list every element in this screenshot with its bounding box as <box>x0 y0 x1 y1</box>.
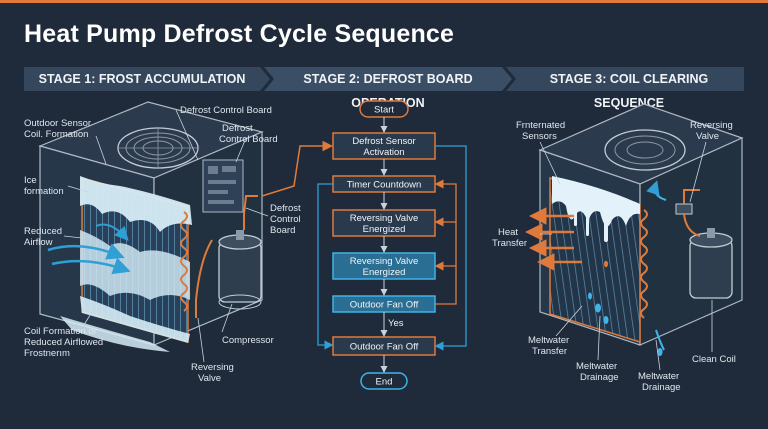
s1-outdoor-sensor-label: Outdoor Sensor <box>24 118 91 129</box>
stage-2-chevron <box>264 67 512 91</box>
s1-ice-label: Ice <box>24 175 37 186</box>
flow-valve-a-box <box>332 209 436 237</box>
stage3-fan-icon <box>604 129 686 171</box>
flow-fan-off-a-text: Outdoor Fan Off <box>350 300 419 311</box>
s1-ice-label-2: formation <box>24 186 64 197</box>
flow-end <box>360 372 408 390</box>
stage3-compressor-icon <box>689 228 733 299</box>
s1-defrost-board-right-label-2: Control <box>270 214 301 225</box>
flow-valve-a-text-2: Energized <box>363 224 406 235</box>
s3-heat-label: Heat <box>498 227 518 238</box>
s1-coil-label-2: Reduced Airflowed <box>24 337 103 348</box>
top-accent-bar <box>0 0 768 3</box>
s3-sensors-label: Frnternated <box>516 120 565 131</box>
s3-reversing-label-2: Valve <box>696 131 719 142</box>
s1-airflow-label: Reduced <box>24 226 62 237</box>
stage1-control-board-icon <box>202 159 244 213</box>
flow-sensor-text: Defrost Sensor <box>352 136 415 147</box>
stage-1-chevron <box>24 67 270 91</box>
s3-sensors-label-2: Sensors <box>522 131 557 142</box>
s3-meltwater-drainage-b-label: Meltwater <box>638 371 679 382</box>
stage1-coil-tubes <box>180 211 188 312</box>
stage1-fan-icon <box>117 127 199 169</box>
stage-bar: STAGE 1: FROST ACCUMULATION STAGE 2: DEF… <box>24 67 744 110</box>
s3-reversing-label: Reversing <box>690 120 733 131</box>
s1-coil-label-3: Frostnerım <box>24 348 70 359</box>
flow-start-text: Start <box>374 105 394 116</box>
s1-reversing-label: Reversing <box>191 362 234 373</box>
s3-meltwater-drainage-label-2: Drainage <box>580 372 619 383</box>
flow-loop-lines <box>317 145 467 351</box>
stage3-unit: Frnternated Sensors Reversing Valve Heat… <box>492 103 744 393</box>
s3-clean-coil-label: Clean Coil <box>692 354 736 365</box>
s1-reversing-label-2: Valve <box>198 373 221 384</box>
s1-defrost-board-mid-label-2: Control Board <box>219 134 278 145</box>
stage-1-label: STAGE 1: FROST ACCUMULATION <box>38 72 246 86</box>
flow-fan-off-b-text: Outdoor Fan Off <box>350 342 419 353</box>
stage-bar-shapes <box>24 67 744 91</box>
stage-3-chevron <box>506 67 744 91</box>
s1-compressor-label: Compressor <box>222 335 274 346</box>
s1-airflow-label-2: Airflow <box>24 237 53 248</box>
stage3-refrigerant-arrow <box>646 180 667 201</box>
stage3-valve-icon <box>675 189 701 237</box>
stage1-ice-coil <box>60 176 192 352</box>
s1-coil-label: Coil Formation or <box>24 326 97 337</box>
stage1-compressor-icon <box>218 230 262 310</box>
s3-meltwater-transfer-label: Meltwater <box>528 335 569 346</box>
stage1-unit: Outdoor Sensor Coil. Formation Defrost C… <box>24 101 333 384</box>
stage3-melting-ice <box>552 176 640 242</box>
page-title: Heat Pump Defrost Cycle Sequence <box>24 20 455 48</box>
stage1-leader-lines <box>63 109 269 363</box>
flow-valve-b-box <box>332 252 436 280</box>
flow-valve-b-text-2: Energized <box>363 267 406 278</box>
flow-timer-text: Timer Countdown <box>347 180 422 191</box>
flowchart: Start Defrost Sensor Activation Timer Co… <box>317 100 467 390</box>
flow-sensor-box <box>332 132 436 160</box>
stage1-valve-line <box>195 239 213 318</box>
s3-meltwater-drainage-label: Meltwater <box>576 361 617 372</box>
stage3-leader-lines <box>539 141 713 371</box>
stage1-airflow-arrows <box>47 223 131 275</box>
s1-defrost-board-mid-label: Defrost <box>222 123 253 134</box>
stage3-water-drops <box>588 260 665 356</box>
s3-heat-label-2: Transfer <box>492 238 527 249</box>
stage1-refrigerant-line <box>243 195 258 230</box>
s3-meltwater-drainage-b-label-2: Drainage <box>642 382 681 393</box>
flow-valve-a-text: Reversing Valve <box>350 213 418 224</box>
s3-meltwater-transfer-label-2: Transfer <box>532 346 567 357</box>
flow-valve-b-text: Reversing Valve <box>350 256 418 267</box>
stage3-heat-arrows <box>525 207 582 271</box>
s1-outdoor-sensor-label-2: Coil. Formation <box>24 129 88 140</box>
stage1-to-flowchart-line <box>261 140 333 197</box>
stage3-coil-tubes <box>640 209 648 319</box>
flow-sensor-text-2: Activation <box>363 147 404 158</box>
s1-defrost-board-right-label: Defrost <box>270 203 301 214</box>
flow-end-text: End <box>376 377 393 388</box>
s1-defrost-board-top-label: Defrost Control Board <box>180 105 272 116</box>
flow-yes-label: Yes <box>388 318 404 329</box>
s1-defrost-board-right-label-3: Board <box>270 225 295 236</box>
